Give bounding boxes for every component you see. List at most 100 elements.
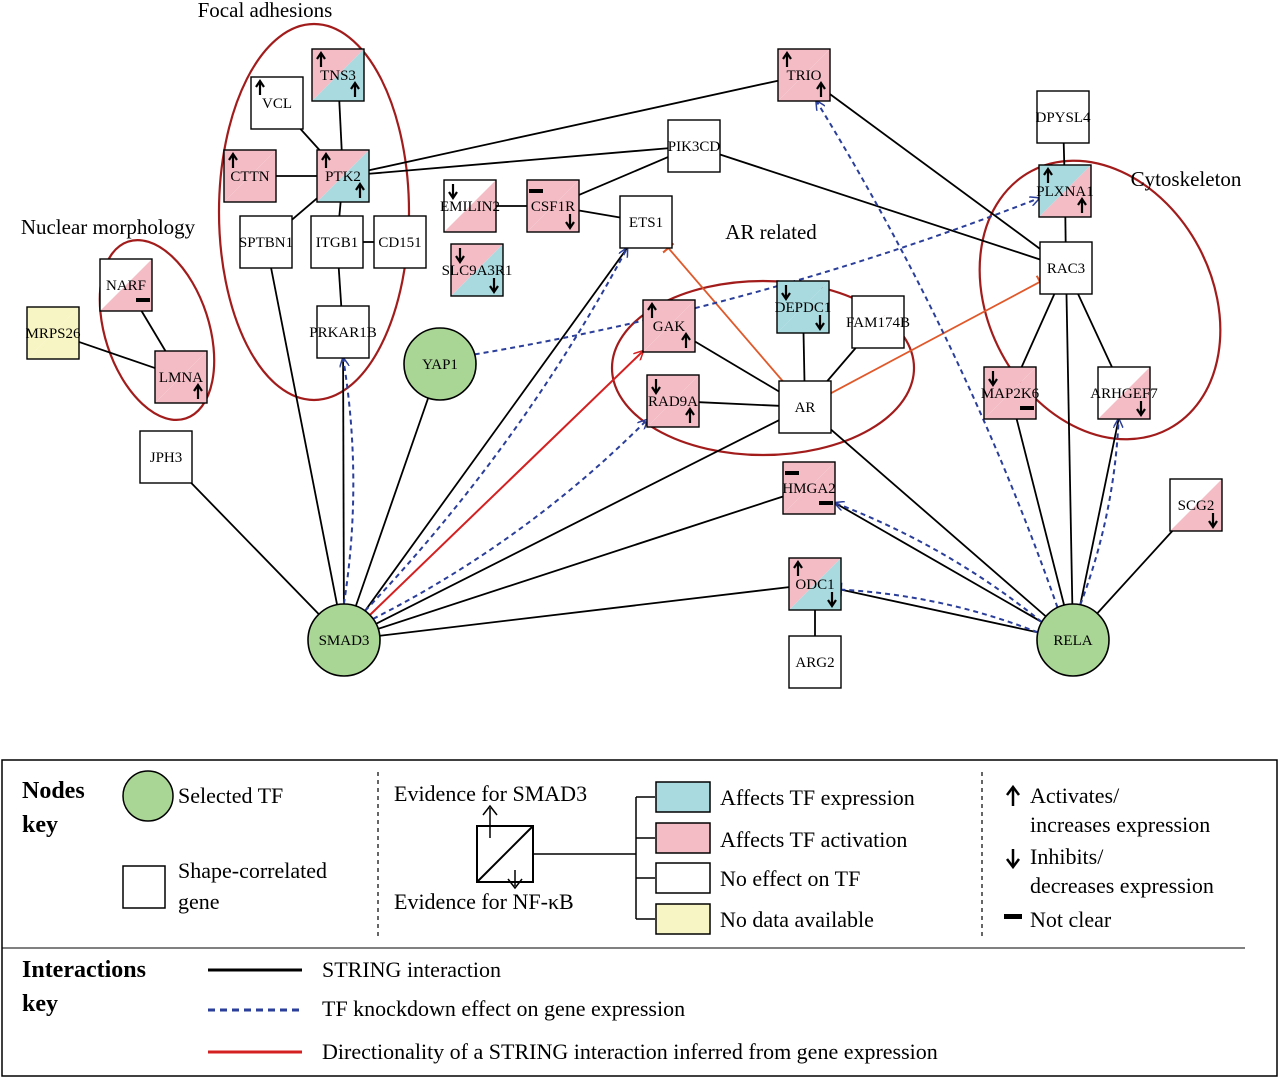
legend-no-data: No data available — [720, 907, 874, 932]
smad3-mark-up-icon — [316, 51, 326, 67]
edge-string-VCL-PTK2 — [299, 128, 321, 151]
legend-affects-expression: Affects TF expression — [720, 785, 915, 810]
node-MRPS26: MRPS26 — [25, 306, 81, 360]
node-box-PLXNA1 — [1038, 164, 1092, 218]
edge-string-PTK2-SPTBN1 — [291, 197, 318, 221]
nfkb-evidence-SPTBN1 — [240, 216, 292, 268]
node-DPYSL4: DPYSL4 — [1035, 90, 1091, 144]
node-label-SPTBN1: SPTBN1 — [239, 235, 293, 251]
node-ARHGEF7: ARHGEF7 — [1090, 366, 1158, 420]
nfkb-mark-down-icon — [1208, 513, 1218, 529]
edge-string-SMAD3-JPH3 — [190, 482, 320, 615]
legend-swatch-expression — [655, 781, 711, 813]
tf-circle-SMAD3 — [307, 603, 381, 677]
legend: Nodes key Selected TF Shape-correlated g… — [1, 759, 1278, 1077]
nfkb-evidence-EMILIN2 — [444, 180, 496, 232]
smad3-mark-down-icon — [651, 379, 661, 395]
group-outline-cytoskeleton — [978, 159, 1222, 441]
nfkb-evidence-SLC9A3R1 — [451, 244, 503, 296]
interactions-key-title: Interactions — [22, 957, 146, 983]
node-label-MRPS26: MRPS26 — [25, 326, 81, 342]
node-LMNA: LMNA — [154, 350, 208, 404]
nfkb-evidence-CD151 — [374, 216, 426, 268]
node-box-SPTBN1 — [239, 215, 293, 269]
node-box-ARG2 — [788, 635, 842, 689]
node-label-ODC1: ODC1 — [795, 577, 834, 593]
node-RAD9A: RAD9A — [646, 374, 700, 428]
node-ETS1: ETS1 — [619, 195, 673, 249]
node-label-ITGB1: ITGB1 — [316, 235, 359, 251]
node-box-PIK3CD — [667, 119, 721, 173]
node-label-JPH3: JPH3 — [150, 450, 183, 466]
node-label-NARF: NARF — [106, 278, 146, 294]
node-box-MRPS26 — [26, 306, 80, 360]
nfkb-evidence-DEPDC1 — [777, 281, 829, 333]
nfkb-mark-unclear-icon — [819, 501, 833, 505]
nfkb-mark-up-icon — [685, 407, 695, 423]
nfkb-evidence-ODC1 — [789, 558, 841, 610]
legend-evidence-smad3: Evidence for SMAD3 — [394, 781, 587, 806]
node-box-PTK2 — [316, 149, 370, 203]
node-PIK3CD: PIK3CD — [667, 119, 721, 173]
legend-swatch-activation — [655, 822, 711, 854]
node-box-EMILIN2 — [443, 179, 497, 233]
node-box-SCG2 — [1169, 478, 1223, 532]
edge-string-ODC1-RELA — [840, 588, 1039, 634]
group-label-focal-adhesions: Focal adhesions — [198, 0, 333, 22]
edge-string-CSF1R-ETS1 — [578, 209, 621, 219]
node-box-GAK — [642, 299, 696, 353]
node-PRKAR1B: PRKAR1B — [309, 305, 377, 359]
legend-shape-gene-label: Shape-correlated — [178, 858, 327, 883]
edge-string-RELA-RAC3 — [1065, 293, 1074, 605]
node-CSF1R: CSF1R — [526, 179, 580, 233]
legend-affects-activation: Affects TF activation — [720, 827, 907, 852]
edge-knockdown-SMAD3-ETS1 — [364, 248, 627, 612]
edge-string-DEPDC1-AR — [802, 332, 806, 382]
smad3-mark-up-icon — [255, 79, 265, 95]
edge-knockdown-RELA-ARHGEF7 — [1079, 419, 1118, 606]
edge-string-TNS3-PTK2 — [338, 100, 343, 151]
edge-string-NARF-LMNA — [140, 310, 167, 352]
group-label-ar-related: AR related — [725, 220, 817, 244]
node-label-ARHGEF7: ARHGEF7 — [1090, 386, 1158, 402]
legend-shape-gene-label-2: gene — [178, 889, 220, 914]
legend-down-arrow-icon — [1006, 849, 1020, 870]
nfkb-evidence-PRKAR1B — [317, 306, 369, 358]
node-label-GAK: GAK — [653, 319, 686, 335]
smad3-mark-unclear-icon — [785, 471, 799, 475]
node-label-HMGA2: HMGA2 — [782, 481, 835, 497]
node-box-ETS1 — [619, 195, 673, 249]
legend-tf-knockdown: TF knockdown effect on gene expression — [322, 996, 685, 1021]
edge-knockdown-SMAD3-RAD9A — [372, 420, 647, 620]
group-outlines — [98, 22, 1222, 457]
node-HMGA2: HMGA2 — [782, 461, 836, 515]
smad3-mark-down-icon — [781, 285, 791, 301]
edge-string-RAD9A-AR — [698, 401, 780, 407]
node-box-CD151 — [373, 215, 427, 269]
edge-string-AR-RELA — [830, 428, 1047, 618]
node-GAK: GAK — [642, 299, 696, 353]
edge-string-RELA-SCG2 — [1096, 530, 1173, 614]
nfkb-mark-up-icon — [681, 332, 691, 348]
smad3-mark-up-icon — [647, 302, 657, 318]
edge-inhibit-AR-RAC3 — [830, 275, 1045, 394]
edge-string-PTK2-ITGB1 — [338, 201, 342, 217]
node-label-PTK2: PTK2 — [325, 169, 361, 185]
legend-inhibits: Inhibits/ — [1030, 844, 1104, 869]
node-box-NARF — [99, 258, 153, 312]
nodes-key-title-2: key — [22, 812, 58, 838]
legend-evidence-smad3-arrowhead — [482, 804, 498, 816]
nfkb-evidence-ARG2 — [789, 636, 841, 688]
nfkb-evidence-PIK3CD — [668, 120, 720, 172]
node-label-RAD9A: RAD9A — [648, 394, 698, 410]
legend-evidence-nfkb-arrowhead — [507, 878, 523, 890]
node-label-AR: AR — [795, 400, 816, 416]
legend-string-interaction: STRING interaction — [322, 957, 501, 982]
node-ITGB1: ITGB1 — [310, 215, 364, 269]
nfkb-mark-down-icon — [827, 592, 837, 608]
edge-string-HMGA2-RELA — [834, 502, 1043, 623]
nfkb-evidence-AR — [779, 381, 831, 433]
node-box-MAP2K6 — [983, 366, 1037, 420]
node-JPH3: JPH3 — [139, 430, 193, 484]
node-label-CD151: CD151 — [378, 235, 421, 251]
